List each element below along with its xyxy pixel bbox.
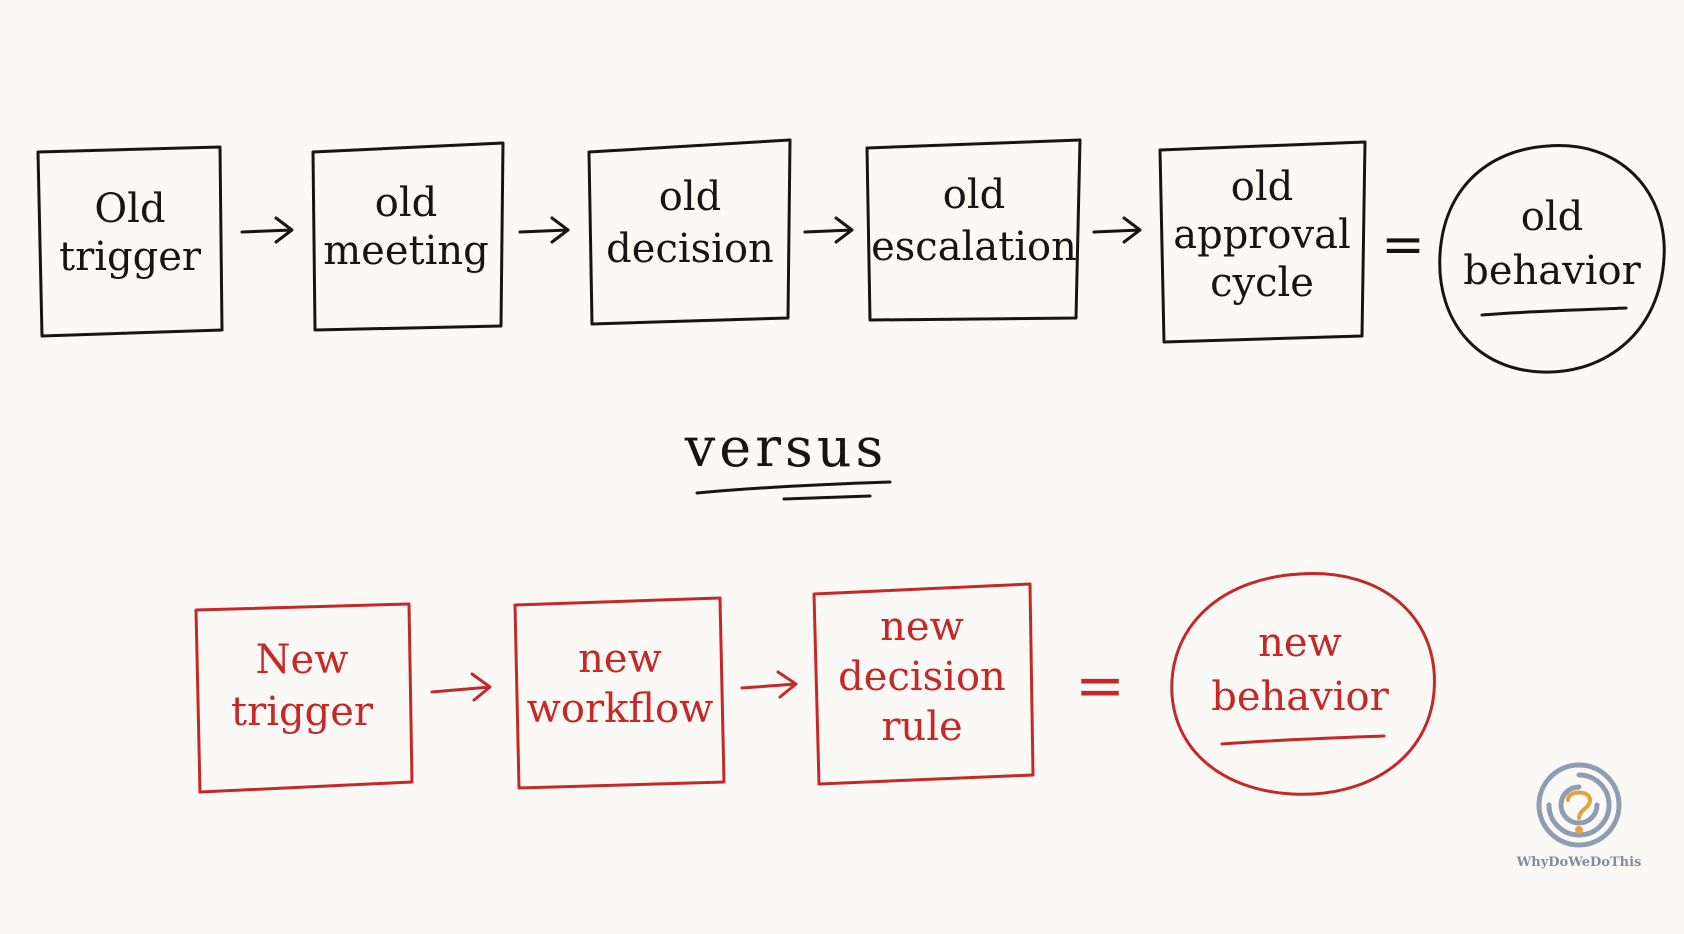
- old-result-line1: old: [1521, 194, 1583, 240]
- new-step-workflow: new workflow: [513, 596, 726, 790]
- old-step-escalation: old escalation: [865, 138, 1082, 322]
- versus-underline-1: [695, 480, 892, 495]
- arrow-icon: [430, 672, 492, 702]
- old-result-line2: behavior: [1463, 248, 1641, 294]
- arrow-icon: [240, 216, 294, 244]
- old-step-approval-line3: cycle: [1210, 260, 1314, 306]
- old-result-behavior: old behavior: [1438, 144, 1666, 374]
- new-result-line1: new: [1258, 620, 1342, 666]
- whydowedothis-logo: WhyDoWeDoThis: [1516, 762, 1642, 870]
- old-flow: Old trigger old meeting old decision old: [36, 138, 1666, 374]
- old-step-approval-line2: approval: [1173, 212, 1351, 258]
- old-step-trigger-line1: Old: [94, 186, 165, 232]
- old-step-trigger-line2: trigger: [59, 234, 202, 280]
- new-step-decision-rule: new decision rule: [812, 582, 1035, 786]
- old-result-underline: [1480, 306, 1628, 317]
- new-flow: New trigger new workflow new decision ru…: [194, 572, 1436, 796]
- versus-underline-2: [782, 494, 872, 501]
- old-equals-sign: =: [1381, 215, 1425, 275]
- versus-label: versus: [684, 416, 887, 479]
- old-step-approval-cycle: old approval cycle: [1158, 140, 1367, 344]
- old-step-decision-line1: old: [659, 174, 721, 220]
- old-step-escalation-line1: old: [943, 172, 1005, 218]
- versus-separator: versus: [684, 416, 892, 501]
- old-step-meeting-line1: old: [375, 180, 437, 226]
- old-step-trigger: Old trigger: [36, 145, 224, 338]
- new-step-trigger-line1: New: [256, 637, 349, 683]
- new-step-decision-line3: rule: [881, 704, 962, 750]
- maze-question-icon: [1536, 762, 1622, 848]
- old-step-meeting-line2: meeting: [323, 228, 489, 274]
- new-step-trigger: New trigger: [194, 602, 414, 794]
- old-step-approval-line1: old: [1231, 164, 1293, 210]
- new-equals-sign: =: [1075, 651, 1125, 721]
- new-step-trigger-line2: trigger: [231, 689, 374, 735]
- arrow-icon: [1092, 216, 1142, 244]
- new-step-workflow-line2: workflow: [527, 686, 714, 732]
- new-result-underline: [1220, 734, 1386, 746]
- old-step-decision-line2: decision: [606, 226, 774, 272]
- new-step-decision-line1: new: [880, 604, 964, 650]
- old-step-meeting: old meeting: [311, 141, 505, 332]
- arrow-icon: [740, 670, 798, 699]
- arrow-icon: [518, 216, 570, 244]
- new-result-behavior: new behavior: [1170, 572, 1436, 796]
- old-step-escalation-line2: escalation: [871, 224, 1077, 270]
- old-step-decision: old decision: [587, 138, 792, 326]
- logo-dot: [1575, 826, 1583, 834]
- new-step-decision-line2: decision: [838, 654, 1006, 700]
- new-step-workflow-line1: new: [578, 636, 662, 682]
- arrow-icon: [803, 216, 854, 244]
- new-result-line2: behavior: [1211, 674, 1389, 720]
- logo-text: WhyDoWeDoThis: [1516, 855, 1642, 870]
